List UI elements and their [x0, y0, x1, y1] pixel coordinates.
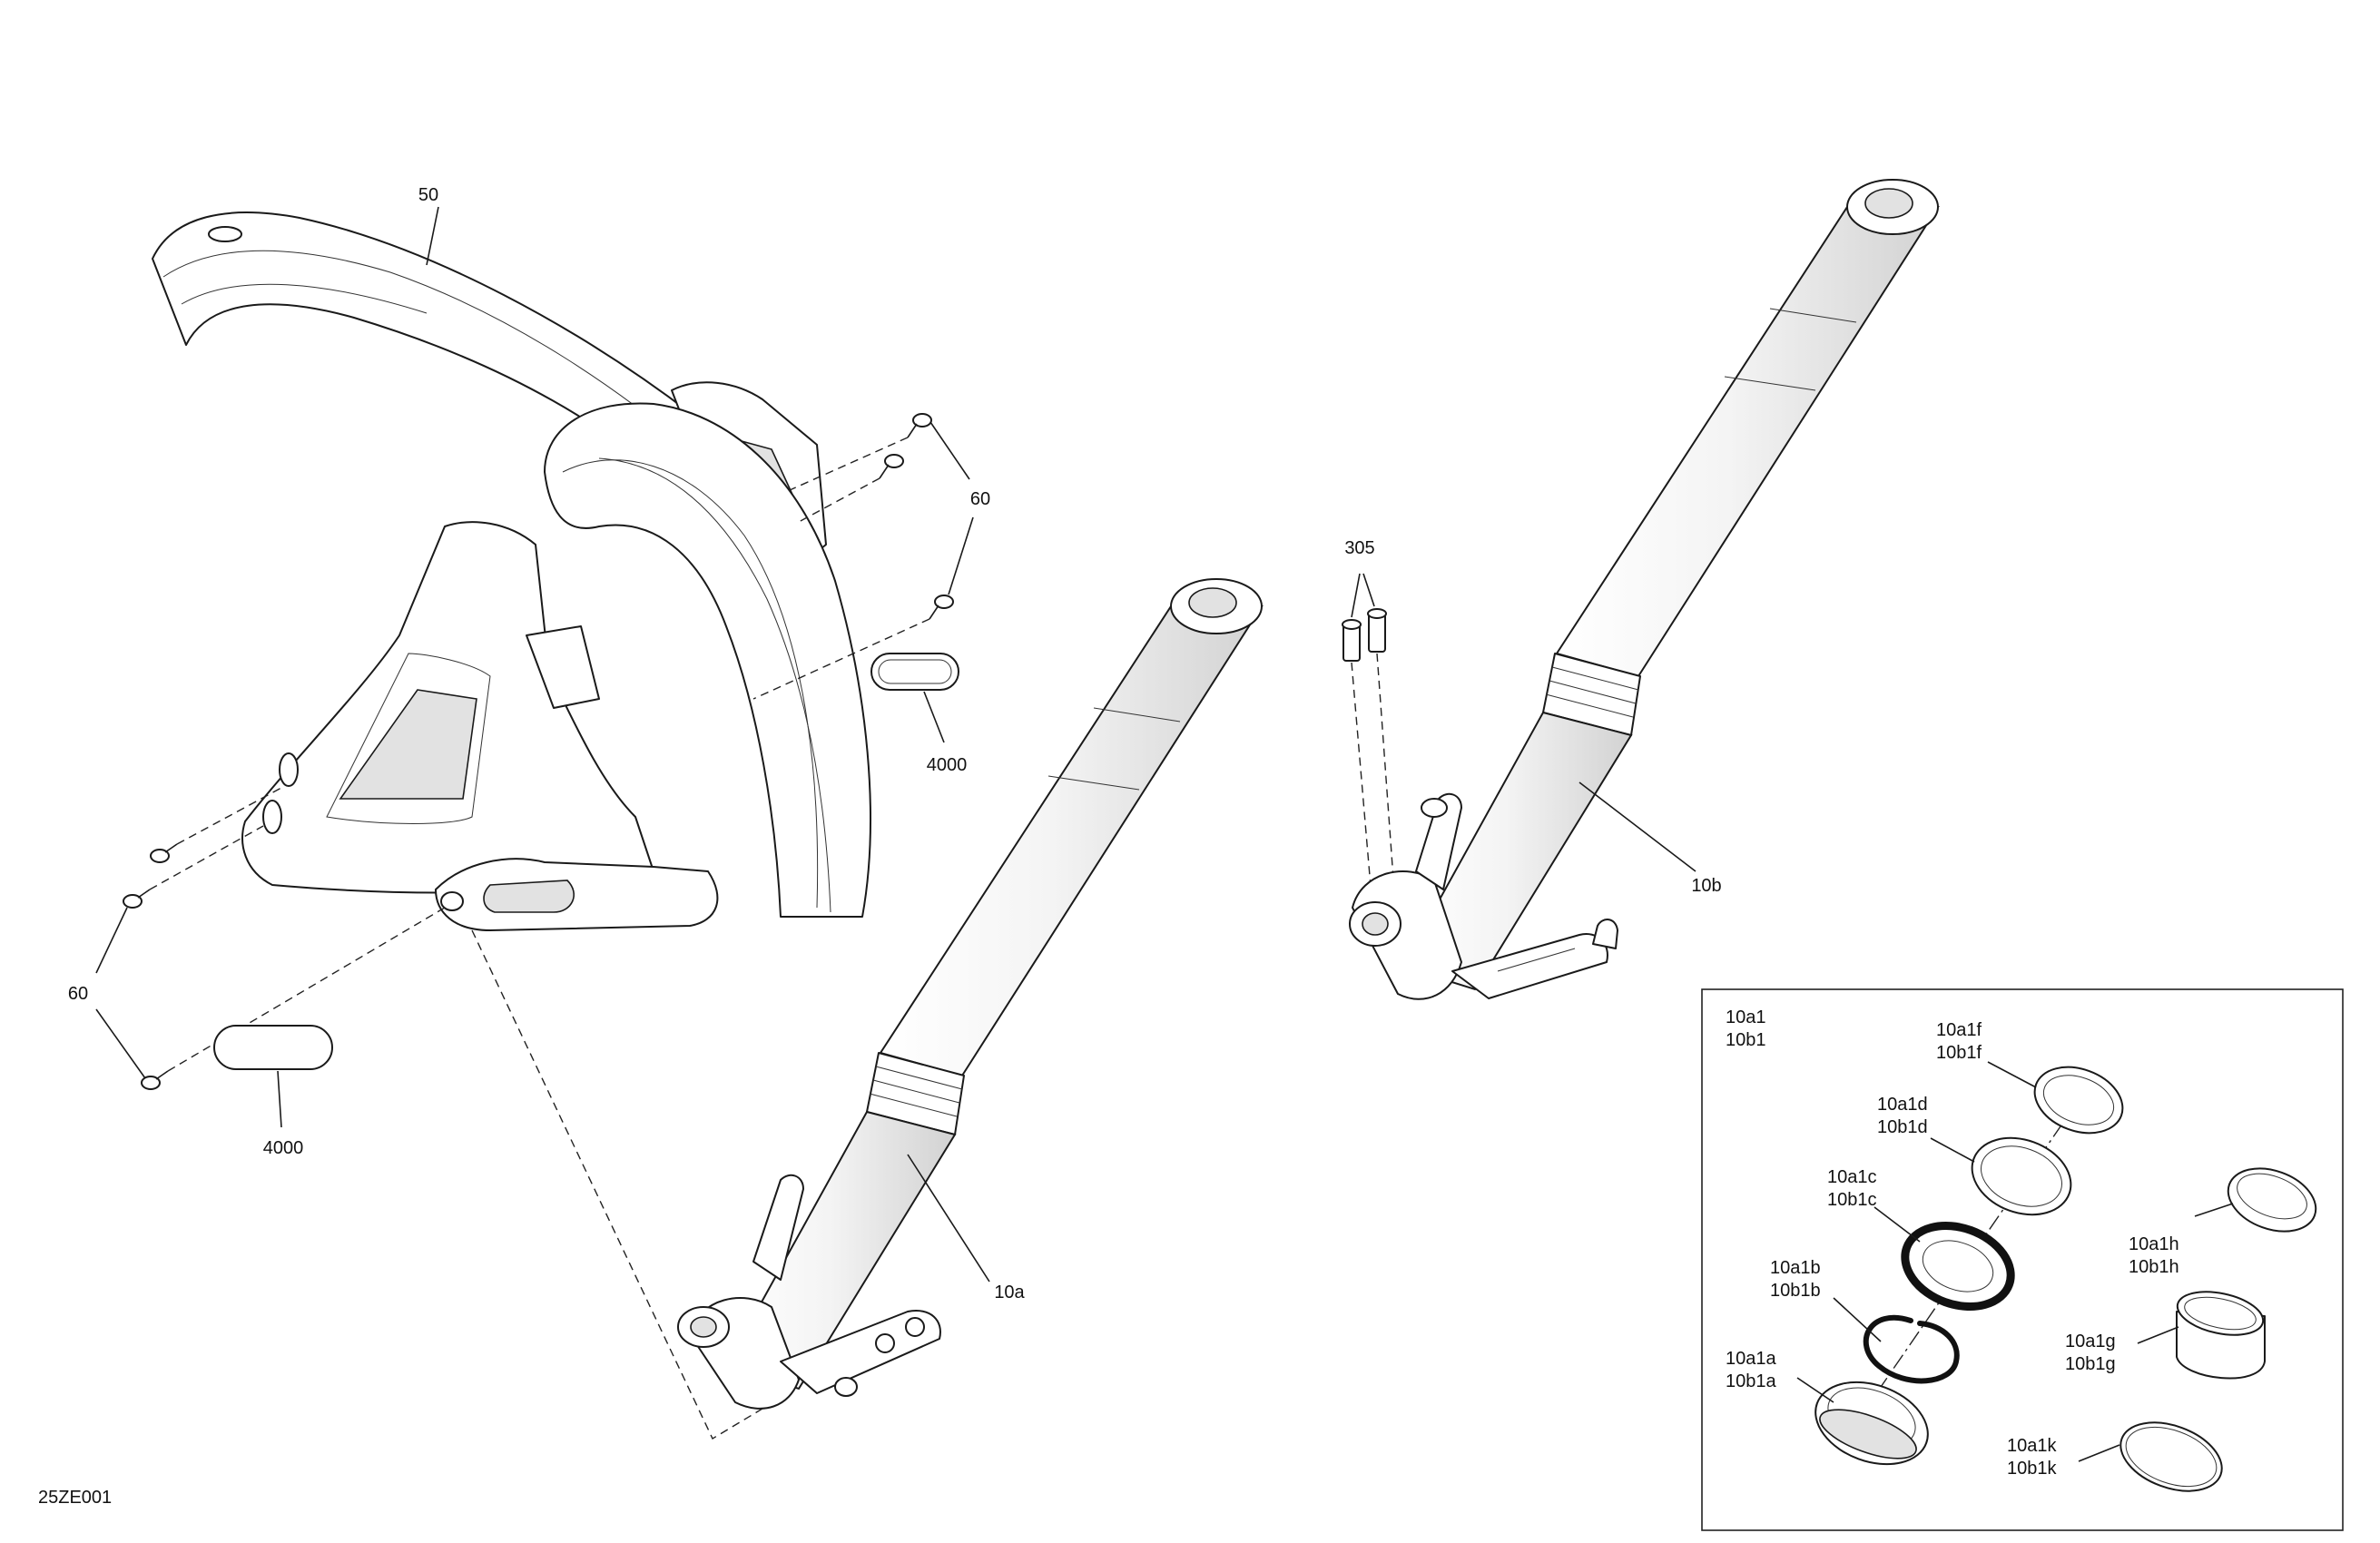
inset-kit-box: 10a1 10b1 10a1f 10b1f 10a1d 10b1d 10a1c … — [1701, 988, 2344, 1531]
label-bolts: 305 — [1344, 538, 1374, 558]
screw-4 — [150, 843, 178, 863]
leader-bolts-a — [1351, 573, 1361, 618]
screw-2 — [879, 454, 904, 479]
reflector-upper — [870, 653, 959, 691]
inset-part-washer-k — [2119, 1421, 2223, 1492]
inset-label-g2: 10b1g — [2065, 1354, 2116, 1374]
inset-label-c1: 10a1c — [1827, 1167, 1877, 1187]
figure-code: 25ZE001 — [38, 1488, 112, 1508]
screw-1 — [907, 413, 932, 438]
inset-label-d2: 10b1d — [1877, 1117, 1928, 1137]
bolts-305 — [1342, 608, 1394, 909]
alignment-line-fender-fork — [471, 929, 782, 1440]
inset-label-b2: 10b1b — [1770, 1281, 1821, 1301]
front-fender — [152, 211, 871, 931]
inset-part-bushing-g — [2176, 1291, 2266, 1380]
leader-fender — [426, 206, 439, 266]
inset-part-clip-b — [1863, 1314, 1960, 1384]
label-fender: 50 — [418, 185, 438, 205]
leader-screws-lower-a — [95, 907, 128, 974]
inset-label-k1: 10a1k — [2007, 1436, 2057, 1456]
label-fork-right: 10b — [1691, 876, 1721, 896]
inset-label-f2: 10b1f — [1936, 1043, 1982, 1063]
inset-part-bushing-h — [2227, 1167, 2317, 1233]
inset-label-f1: 10a1f — [1936, 1020, 1982, 1040]
leader-reflector-lower — [277, 1070, 282, 1128]
leader-reflector-upper — [923, 691, 945, 743]
fork-leg-10a — [677, 578, 1264, 1410]
label-screws-lower: 60 — [68, 984, 88, 1004]
inset-label-k2: 10b1k — [2007, 1459, 2057, 1479]
inset-label-b1: 10a1b — [1770, 1258, 1821, 1278]
screws-lower-group — [123, 787, 446, 1090]
label-reflector-upper: 4000 — [927, 755, 968, 775]
screw-3 — [929, 595, 954, 620]
leader-screws-lower-b — [95, 1008, 146, 1079]
inset-label-g1: 10a1g — [2065, 1332, 2116, 1351]
inset-part-ring-d — [1971, 1136, 2072, 1216]
label-screws-upper: 60 — [970, 489, 990, 509]
reflector-lower — [213, 1025, 333, 1070]
screw-6 — [141, 1070, 169, 1090]
inset-part-dust-seal-a — [1815, 1381, 1929, 1466]
inset-label-c2: 10b1c — [1827, 1190, 1877, 1210]
inset-part-ring-f — [2033, 1066, 2124, 1135]
leader-screws-upper-b — [948, 516, 974, 595]
inset-label-a2: 10b1a — [1726, 1371, 1776, 1391]
screw-5 — [123, 889, 151, 909]
leader-bolts-b — [1362, 573, 1375, 607]
inset-label-h1: 10a1h — [2129, 1234, 2179, 1254]
fork-leg-10b — [1349, 179, 1940, 1000]
inset-label-d1: 10a1d — [1877, 1095, 1928, 1115]
inset-title-line2: 10b1 — [1726, 1030, 1766, 1050]
inset-part-seal-c — [1901, 1222, 2015, 1311]
inset-label-h2: 10b1h — [2129, 1257, 2179, 1277]
label-fork-left: 10a — [994, 1283, 1025, 1302]
leader-fork-left — [907, 1154, 990, 1283]
label-reflector-lower: 4000 — [263, 1138, 304, 1158]
screws-upper-group — [752, 413, 954, 700]
leader-fork-right — [1578, 781, 1696, 872]
inset-label-a1: 10a1a — [1726, 1349, 1776, 1369]
leader-screws-upper-a — [929, 421, 970, 480]
inset-title-line1: 10a1 — [1726, 1007, 1766, 1027]
